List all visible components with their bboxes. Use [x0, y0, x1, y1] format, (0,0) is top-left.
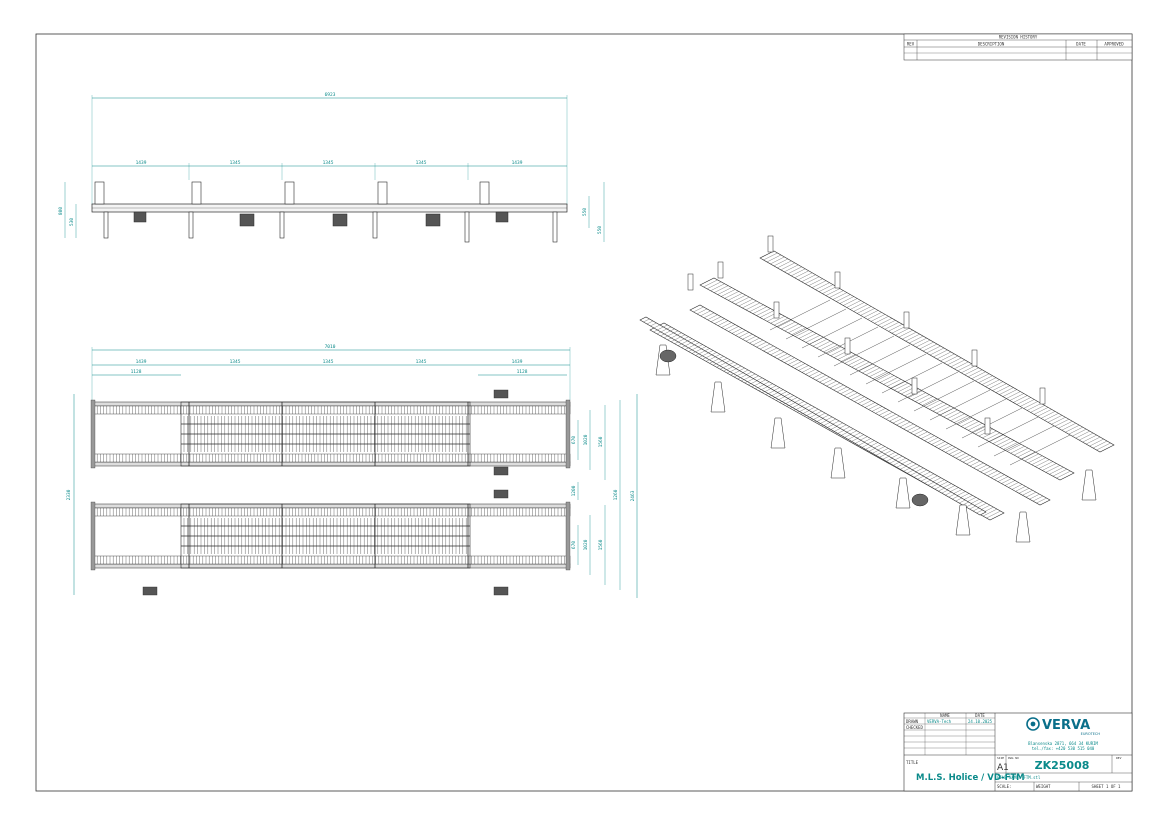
side-dim-seg3: 1345 [323, 160, 334, 166]
top-dim-right-f: 1020 [583, 539, 589, 550]
tb-dwg-label: DWG NO [1008, 756, 1019, 760]
tb-sheet-label: SHEET 1 OF 1 [1092, 784, 1121, 789]
revision-header-date: DATE [1076, 42, 1086, 47]
side-dim-seg2: 1345 [230, 160, 241, 166]
tb-name-header: NAME [940, 713, 950, 718]
tb-company-name: VERVA [1042, 718, 1090, 733]
side-dim-overall: 6923 [325, 92, 336, 98]
tb-address-line2: tel./fax: +420 530 515 040 [1032, 746, 1095, 751]
tb-company-sub: EUROTECH [1081, 732, 1101, 736]
top-dim-right-e: 1560 [598, 436, 604, 447]
tb-dwg-value: ZK25008 [1035, 759, 1090, 772]
tb-weight-label: WEIGHT [1036, 784, 1051, 789]
side-dim-left-b: 530 [69, 218, 75, 226]
side-dim-seg1: 1439 [136, 160, 147, 166]
top-dim-right-h: 1560 [598, 539, 604, 550]
tb-drawn-name: VERVA-Tech [927, 719, 952, 724]
top-dim-right-overall: 2463 [630, 490, 636, 501]
plan-roller-field [90, 389, 571, 596]
title-block: NAME DATE DRAWN VERVA-Tech 24.10.2025 CH… [903, 712, 1133, 792]
side-dim-right-a: 550 [582, 208, 588, 216]
tb-file-label: FILE NAME: FTM.stl [997, 775, 1041, 780]
top-dim-overall: 7010 [325, 344, 336, 350]
top-dim-sub-left: 1128 [131, 369, 142, 375]
tb-title-label: TITLE [906, 760, 919, 765]
company-logo-icon [1026, 717, 1040, 731]
tb-date-header: DATE [975, 713, 985, 718]
top-dim-right-g: 670 [571, 541, 577, 549]
iso-conveyor-assembly [639, 235, 1115, 543]
top-dim-seg3: 1345 [323, 359, 334, 365]
side-dim-seg4: 1345 [416, 160, 427, 166]
tb-drawn-label: DRAWN [906, 719, 919, 724]
top-dim-seg5: 1439 [512, 359, 523, 365]
side-dim-left-a: 800 [58, 207, 64, 215]
top-dim-seg1: 1439 [136, 359, 147, 365]
side-dim-seg5: 1439 [512, 160, 523, 166]
top-dim-right-d: 1200 [571, 485, 577, 496]
top-dim-seg2: 1345 [230, 359, 241, 365]
revision-header-rev: REV [907, 42, 915, 47]
tb-drawn-date: 24.10.2025 [968, 719, 993, 724]
top-dim-right-b: 1020 [583, 434, 589, 445]
top-plan-view: 7010 1439 1345 1345 1345 1439 1128 1128 … [66, 344, 638, 598]
revision-table-title: REVISION HISTORY [999, 35, 1038, 40]
top-dim-sub-right: 1128 [517, 369, 528, 375]
side-dim-right-b: 550 [597, 226, 603, 234]
tb-size-label: SIZE [997, 756, 1004, 760]
tb-title-value: M.L.S. Holice / VD-FTM [916, 773, 1025, 783]
isometric-view [639, 235, 1115, 543]
tb-rev-label: REV [1116, 756, 1122, 760]
top-dim-right-a: 1260 [613, 489, 619, 500]
tb-scale-label: SCALE: [997, 784, 1011, 789]
side-elevation-view: 6923 1439 1345 1345 1345 1439 [58, 92, 605, 243]
tb-checked-label: CHECKED [906, 725, 923, 730]
tb-size-value: A1 [997, 763, 1009, 773]
revision-header-description: DESCRIPTION [978, 42, 1005, 47]
tb-address-line1: Blansenska 2871, 664 34 KURIM [1028, 741, 1098, 746]
top-dim-seg4: 1345 [416, 359, 427, 365]
sheet-frame [35, 33, 1133, 792]
top-dim-left-overall: 2330 [66, 489, 72, 500]
revision-table: REVISION HISTORY REV DESCRIPTION DATE AP… [903, 33, 1133, 61]
top-dim-right-c: 670 [571, 436, 577, 444]
revision-header-approved: APPROVED [1104, 42, 1124, 47]
